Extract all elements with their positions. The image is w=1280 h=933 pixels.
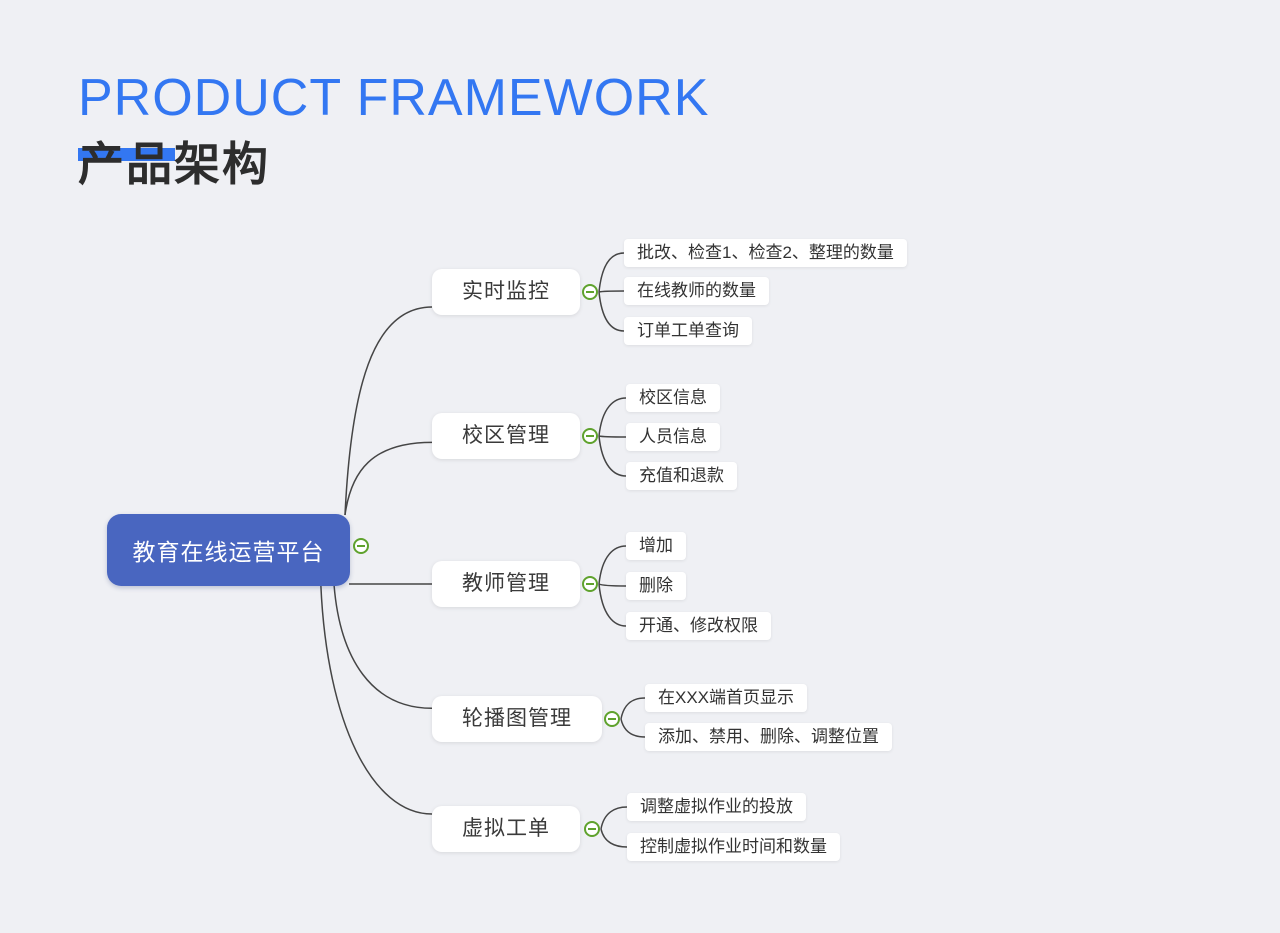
minus-collapse-icon[interactable] [582, 428, 598, 444]
minus-collapse-icon[interactable] [353, 538, 369, 554]
mindmap-connector [598, 545, 627, 585]
mindmap-connector [598, 435, 627, 477]
mindmap-branch-node[interactable]: 校区管理 [432, 413, 580, 459]
mindmap-connector [333, 584, 433, 710]
mindmap-connector [598, 291, 625, 332]
mindmap-branch-node[interactable]: 实时监控 [432, 269, 580, 315]
mindmap-leaf-node[interactable]: 添加、禁用、删除、调整位置 [645, 723, 892, 751]
mindmap-leaf-node[interactable]: 开通、修改权限 [626, 612, 771, 640]
mindmap-branch-node[interactable]: 教师管理 [432, 561, 580, 607]
title-highlight-bar [78, 148, 175, 161]
mindmap-connector [598, 290, 625, 293]
mindmap-leaf-node[interactable]: 批改、检查1、检查2、整理的数量 [624, 239, 907, 267]
mindmap-connector [620, 697, 646, 720]
mindmap-branch-node[interactable]: 虚拟工单 [432, 806, 580, 852]
mindmap-connector [344, 441, 433, 516]
minus-collapse-icon[interactable] [604, 711, 620, 727]
mindmap-leaf-node[interactable]: 充值和退款 [626, 462, 737, 490]
mindmap-connector [598, 252, 625, 293]
mindmap-leaf-node[interactable]: 在XXX端首页显示 [645, 684, 808, 712]
minus-collapse-icon[interactable] [582, 284, 598, 300]
page-title-zh: 产品架构 [78, 138, 270, 190]
mindmap-connector [620, 718, 646, 738]
mindmap-connector [600, 828, 628, 848]
mindmap-connector [598, 435, 627, 438]
mindmap-leaf-node[interactable]: 调整虚拟作业的投放 [627, 793, 806, 821]
minus-collapse-icon[interactable] [582, 576, 598, 592]
mindmap-leaf-node[interactable]: 删除 [626, 572, 686, 600]
mindmap-leaf-node[interactable]: 在线教师的数量 [624, 277, 769, 305]
mindmap-connector [598, 397, 627, 437]
mindmap-leaf-node[interactable]: 控制虚拟作业时间和数量 [627, 833, 840, 861]
mindmap-root-node[interactable]: 教育在线运营平台 [107, 514, 350, 586]
mindmap-connector [344, 306, 433, 516]
page-title-zh-block: 产品架构 [78, 128, 270, 190]
mindmap-connector [598, 583, 627, 627]
mindmap-connector [320, 584, 433, 815]
mindmap-connector [600, 806, 628, 830]
page-title-en: PRODUCT FRAMEWORK [78, 69, 710, 127]
mindmap-leaf-node[interactable]: 校区信息 [626, 384, 720, 412]
mindmap-leaf-node[interactable]: 增加 [626, 532, 686, 560]
mindmap-leaf-node[interactable]: 人员信息 [626, 423, 720, 451]
mindmap-leaf-node[interactable]: 订单工单查询 [624, 317, 752, 345]
mindmap-branch-node[interactable]: 轮播图管理 [432, 696, 602, 742]
minus-collapse-icon[interactable] [584, 821, 600, 837]
mindmap-connector [598, 583, 627, 587]
